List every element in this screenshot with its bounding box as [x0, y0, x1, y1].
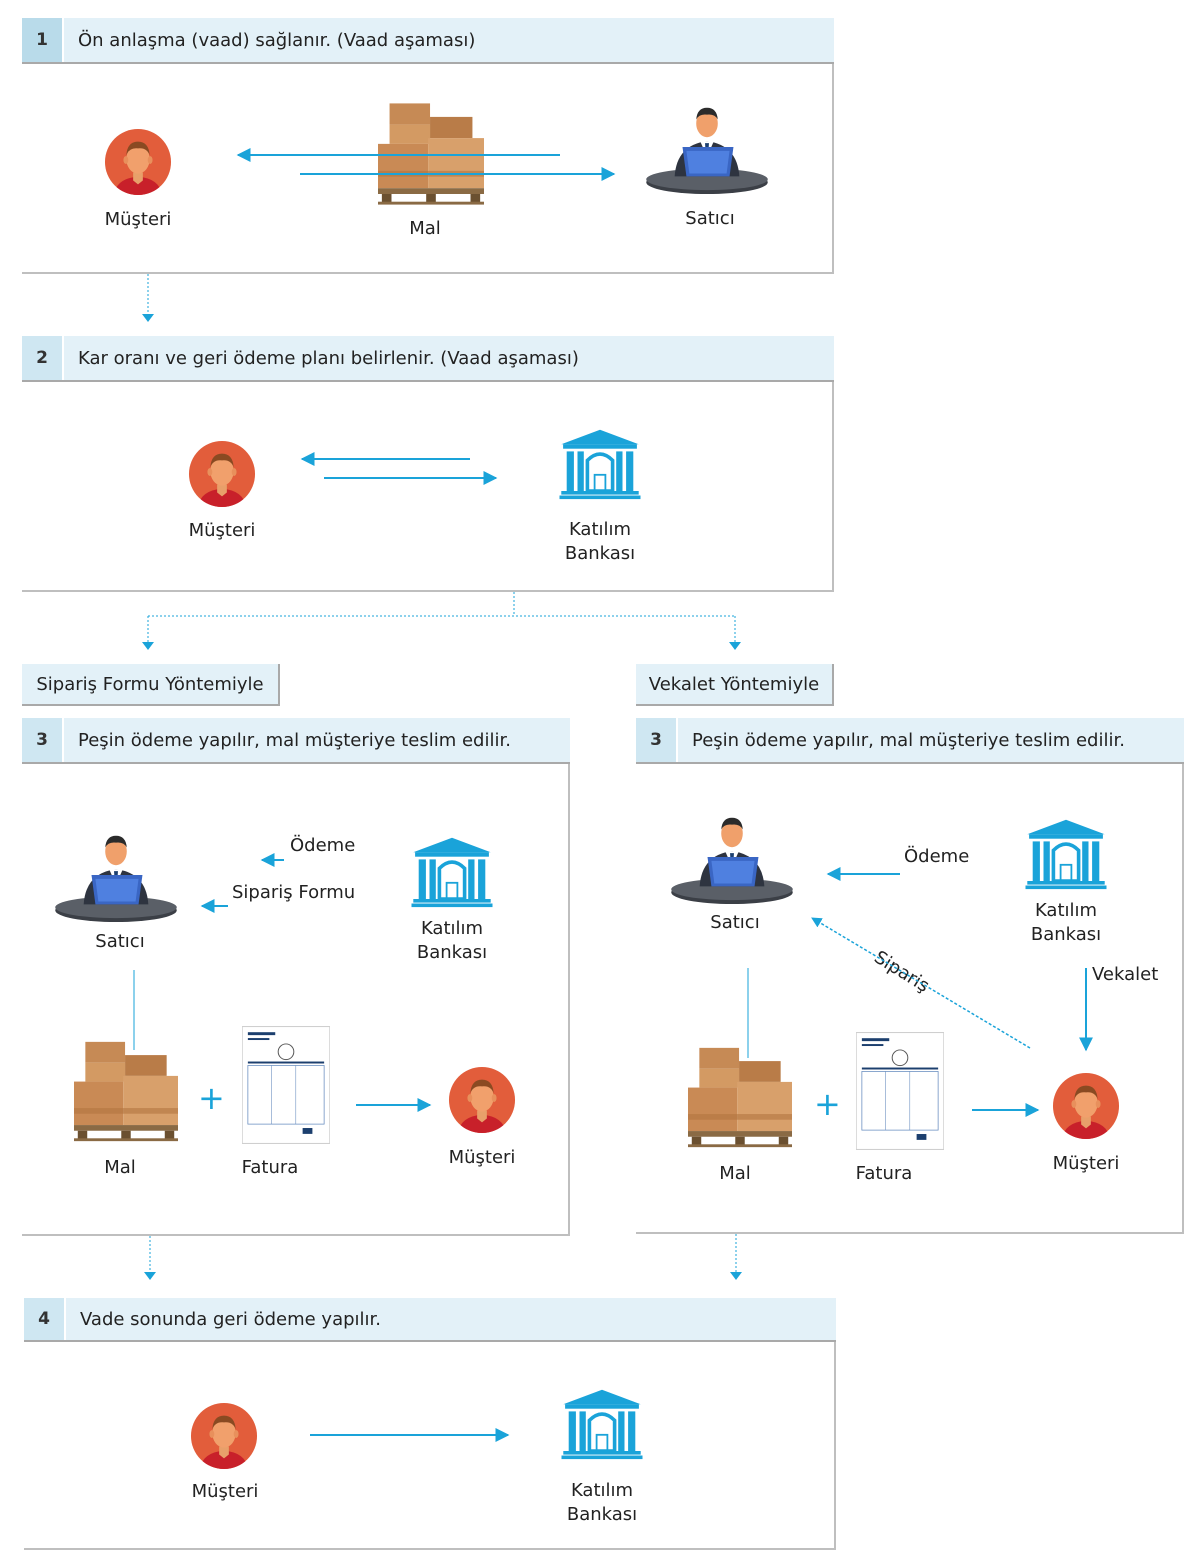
- step3-right-invoice-label: Fatura: [855, 1163, 913, 1184]
- step2-customer-label: Müşteri: [188, 520, 256, 541]
- step2-title: Kar oranı ve geri ödeme planı belirlenir…: [62, 336, 579, 380]
- step3-right-goods-label: Mal: [719, 1163, 751, 1184]
- step2-number: 2: [22, 336, 62, 380]
- step1-customer-label: Müşteri: [104, 209, 172, 230]
- step3-left-seller-label: Satıcı: [95, 931, 145, 952]
- step2-header: 2 Kar oranı ve geri ödeme planı belirlen…: [22, 336, 834, 382]
- plus-icon: +: [814, 1085, 841, 1123]
- step3-left-number: 3: [22, 718, 62, 762]
- step2-bank-label-1: Katılım: [568, 519, 632, 540]
- step3-right-number: 3: [636, 718, 676, 762]
- step3-right-customer-label: Müşteri: [1052, 1153, 1120, 1174]
- step3-left-goods-label: Mal: [104, 1157, 136, 1178]
- step3-left-payment-label: Ödeme: [290, 835, 356, 856]
- plus-icon: +: [198, 1079, 225, 1117]
- step1-seller-label: Satıcı: [685, 208, 735, 229]
- step3-left-invoice-label: Fatura: [241, 1157, 299, 1178]
- step3-right-header: 3 Peşin ödeme yapılır, mal müşteriye tes…: [636, 718, 1184, 764]
- step4-bank-label-1: Katılım: [570, 1480, 634, 1501]
- step3-left-title: Peşin ödeme yapılır, mal müşteriye tesli…: [62, 718, 511, 762]
- step3-right-payment-label: Ödeme: [904, 846, 970, 867]
- step2-panel: [22, 376, 834, 592]
- method-order-form: Sipariş Formu Yöntemiyle: [22, 664, 280, 706]
- step3-left-customer-label: Müşteri: [448, 1147, 516, 1168]
- step3-right-bank-label-2: Bankası: [1030, 924, 1102, 945]
- step4-header: 4 Vade sonunda geri ödeme yapılır.: [24, 1298, 836, 1342]
- step4-bank-label-2: Bankası: [566, 1504, 638, 1525]
- step1-number: 1: [22, 18, 62, 62]
- step4-title: Vade sonunda geri ödeme yapılır.: [64, 1298, 381, 1340]
- step4-customer-label: Müşteri: [191, 1481, 259, 1502]
- step4-panel: [24, 1336, 836, 1550]
- step1-goods-label: Mal: [409, 218, 441, 239]
- step3-left-bank-label-1: Katılım: [420, 918, 484, 939]
- step3-right-proxy-label: Vekalet: [1092, 964, 1159, 985]
- step3-right-title: Peşin ödeme yapılır, mal müşteriye tesli…: [676, 718, 1125, 762]
- step3-right-seller-label: Satıcı: [710, 912, 760, 933]
- step3-left-bank-label-2: Bankası: [416, 942, 488, 963]
- step4-number: 4: [24, 1298, 64, 1340]
- step2-bank-label-2: Bankası: [564, 543, 636, 564]
- step3-left-order-form-label: Sipariş Formu: [232, 882, 356, 903]
- step3-left-header: 3 Peşin ödeme yapılır, mal müşteriye tes…: [22, 718, 570, 764]
- step1-title: Ön anlaşma (vaad) sağlanır. (Vaad aşamas…: [62, 18, 475, 62]
- step3-right-bank-label-1: Katılım: [1034, 900, 1098, 921]
- step1-header: 1 Ön anlaşma (vaad) sağlanır. (Vaad aşam…: [22, 18, 834, 64]
- method-proxy: Vekalet Yöntemiyle: [636, 664, 834, 706]
